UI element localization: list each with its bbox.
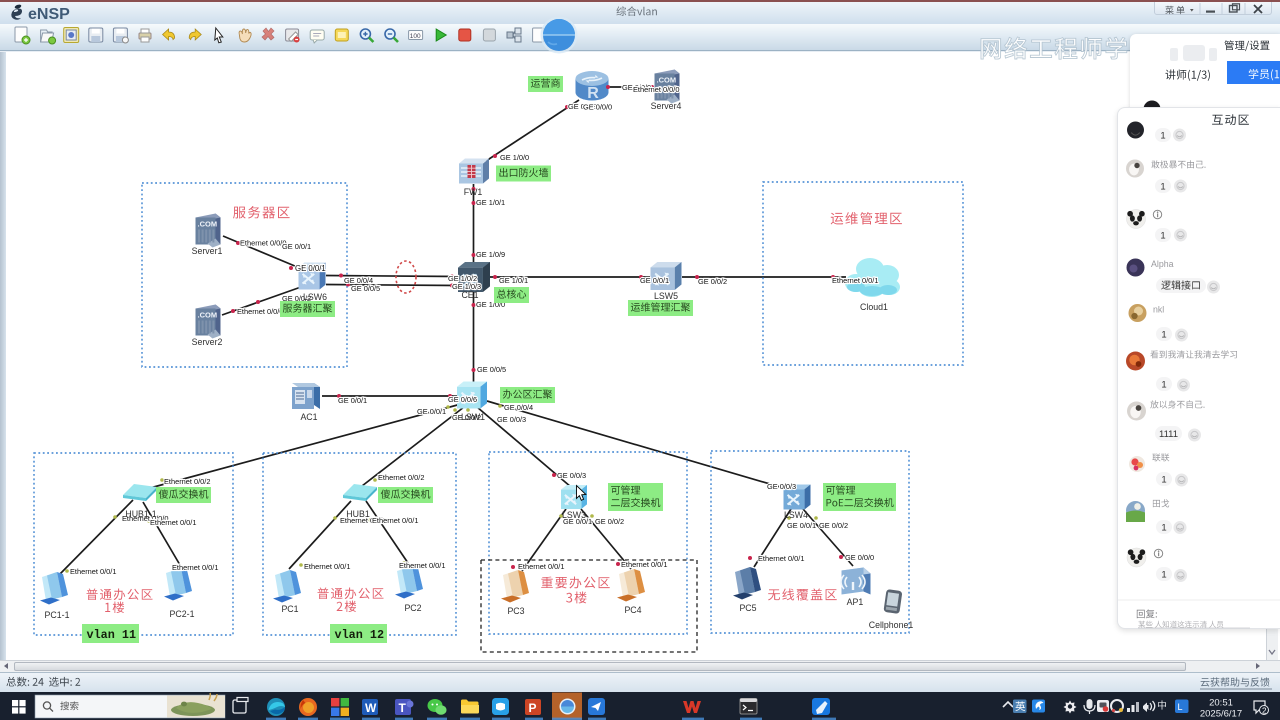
svg-text:GE 1/0/0: GE 1/0/0 [476, 300, 505, 309]
svg-text:Cellphone1: Cellphone1 [869, 620, 914, 630]
svg-text:PC5: PC5 [739, 603, 756, 613]
svg-text:GE 1/0/9: GE 1/0/9 [476, 250, 505, 259]
svg-text:Ethernet 0/0/1: Ethernet 0/0/1 [172, 563, 218, 572]
svg-text:GE 0/0/2: GE 0/0/2 [595, 517, 624, 526]
svg-text:1: 1 [1161, 569, 1166, 580]
svg-text:GE 0/0/1: GE 0/0/1 [563, 517, 592, 526]
svg-text:Ethernet 0/0/0: Ethernet 0/0/0 [340, 516, 386, 525]
svg-text:HUB1: HUB1 [346, 509, 370, 519]
svg-text:PC3: PC3 [507, 606, 524, 616]
svg-text:2: 2 [1262, 707, 1267, 716]
svg-text:Ethernet 0/0/0: Ethernet 0/0/0 [633, 85, 679, 94]
svg-text:GE 0/0/2: GE 0/0/2 [819, 521, 848, 530]
svg-text:GE 0/0/1: GE 0/0/1 [295, 264, 326, 273]
svg-text:CE1: CE1 [461, 290, 478, 300]
svg-text:W: W [365, 701, 377, 715]
svg-text:GE 0/0/2: GE 0/0/2 [282, 294, 311, 303]
svg-text:Ethernet 0/0/1: Ethernet 0/0/1 [832, 276, 878, 285]
svg-text:eNSP: eNSP [28, 6, 70, 23]
svg-text:Ethernet 0/0/1: Ethernet 0/0/1 [70, 567, 116, 576]
svg-text:Ethernet 0/0/1: Ethernet 0/0/1 [399, 561, 445, 570]
svg-text:Alpha: Alpha [1151, 259, 1174, 269]
svg-text:Server1: Server1 [192, 246, 223, 256]
svg-text:Ethernet 0/0/1: Ethernet 0/0/1 [758, 554, 804, 563]
svg-text:GE 0/0/5: GE 0/0/5 [477, 365, 506, 374]
svg-text:Server4: Server4 [651, 101, 682, 111]
svg-text:FW1: FW1 [464, 187, 483, 197]
svg-text:Ethernet 0/0/2: Ethernet 0/0/2 [164, 477, 210, 486]
svg-text:Cloud1: Cloud1 [860, 302, 888, 312]
svg-text:vlan 12: vlan 12 [335, 628, 385, 642]
svg-text:L: L [1178, 702, 1183, 712]
svg-text:GE 0/0/1: GE 0/0/1 [787, 521, 816, 530]
svg-text:1111: 1111 [1159, 429, 1178, 440]
svg-text:PC4: PC4 [624, 605, 641, 615]
svg-text:1: 1 [1161, 474, 1166, 485]
svg-text:GE 0/0/3: GE 0/0/3 [557, 471, 586, 480]
svg-text:2025/6/17: 2025/6/17 [1200, 709, 1242, 720]
svg-text:Ethernet 0/0/1: Ethernet 0/0/1 [372, 516, 418, 525]
svg-text:GE 0/0/3: GE 0/0/3 [497, 415, 526, 424]
svg-text:GE 0/0/1: GE 0/0/1 [640, 276, 669, 285]
svg-text:.COM: .COM [198, 220, 218, 229]
svg-text:.COM: .COM [657, 76, 677, 85]
svg-text:GE 0/0/1: GE 0/0/1 [338, 396, 367, 405]
svg-text:LSW1: LSW1 [461, 412, 485, 422]
svg-text:PC1: PC1 [281, 604, 298, 614]
svg-text:GE 0/0/1: GE 0/0/1 [417, 407, 446, 416]
svg-text:Ethernet 0/0/0: Ethernet 0/0/0 [240, 239, 286, 248]
svg-text:1: 1 [1160, 230, 1165, 241]
svg-text:LSW6: LSW6 [303, 292, 327, 302]
svg-text:GE 0/0/0: GE 0/0/0 [583, 103, 612, 112]
svg-text:GE 1/0/1: GE 1/0/1 [476, 198, 505, 207]
svg-text:AP1: AP1 [847, 597, 864, 607]
svg-text:Ethernet 0/0/1: Ethernet 0/0/1 [621, 560, 667, 569]
svg-text:T: T [399, 701, 407, 715]
svg-text:LSW3: LSW3 [562, 510, 586, 520]
svg-text:Ethernet 0/0/0: Ethernet 0/0/0 [237, 307, 283, 316]
svg-text:GE 1/0/1: GE 1/0/1 [499, 276, 528, 285]
svg-text:GE 0/0/5: GE 0/0/5 [351, 284, 380, 293]
svg-text:Ethernet 0/0/1: Ethernet 0/0/1 [150, 518, 196, 527]
svg-text:Ethernet 0/0/2: Ethernet 0/0/2 [378, 473, 424, 482]
svg-text:GE 0/0/2: GE 0/0/2 [452, 413, 481, 422]
svg-text:100: 100 [410, 33, 421, 40]
svg-text:R: R [587, 85, 599, 102]
svg-text:20:51: 20:51 [1209, 698, 1233, 709]
svg-text:AC1: AC1 [300, 412, 317, 422]
svg-text:GE 0/0/6: GE 0/0/6 [448, 395, 477, 404]
svg-text:GE 0/0/1: GE 0/0/1 [282, 242, 311, 251]
svg-text:Ethernet 0/0/1: Ethernet 0/0/1 [518, 562, 564, 571]
svg-text:GE 0/0/4: GE 0/0/4 [344, 276, 373, 285]
svg-text:PC2: PC2 [404, 603, 421, 613]
svg-text:1: 1 [1161, 522, 1166, 533]
svg-text:Ethernet 0/0/1: Ethernet 0/0/1 [304, 562, 350, 571]
svg-text:HUB1-1: HUB1-1 [125, 509, 156, 519]
svg-text:PC2-1: PC2-1 [170, 609, 195, 619]
svg-text:GE 0/0/2: GE 0/0/2 [698, 277, 727, 286]
svg-text:1: 1 [1160, 181, 1165, 192]
svg-text:PC1-1: PC1-1 [45, 610, 70, 620]
svg-text:1: 1 [1160, 130, 1165, 141]
svg-text:GE 0/0/3: GE 0/0/3 [767, 482, 796, 491]
svg-text:1: 1 [1161, 379, 1166, 390]
svg-text:Server2: Server2 [192, 337, 223, 347]
svg-text:.COM: .COM [198, 311, 218, 320]
svg-text:nkl: nkl [1153, 304, 1164, 314]
svg-text:LSW5: LSW5 [654, 291, 678, 301]
svg-text:GE 1/0/2: GE 1/0/2 [448, 274, 477, 283]
svg-text:GE 0/0/4: GE 0/0/4 [504, 403, 533, 412]
svg-text:1: 1 [1161, 329, 1166, 340]
svg-text:Ethernet 0/0/0: Ethernet 0/0/0 [122, 514, 168, 523]
svg-text:GE 0/0/0: GE 0/0/0 [845, 553, 874, 562]
svg-text:GE 0/0/0: GE 0/0/0 [622, 83, 651, 92]
svg-text:vlan 11: vlan 11 [87, 628, 137, 642]
svg-text:LSW4: LSW4 [784, 510, 808, 520]
svg-text:GE 1/0/3: GE 1/0/3 [452, 282, 481, 291]
svg-text:GE 0/0/9: GE 0/0/9 [568, 102, 597, 111]
svg-text:P: P [529, 701, 537, 715]
svg-text:GE 1/0/0: GE 1/0/0 [500, 153, 529, 162]
